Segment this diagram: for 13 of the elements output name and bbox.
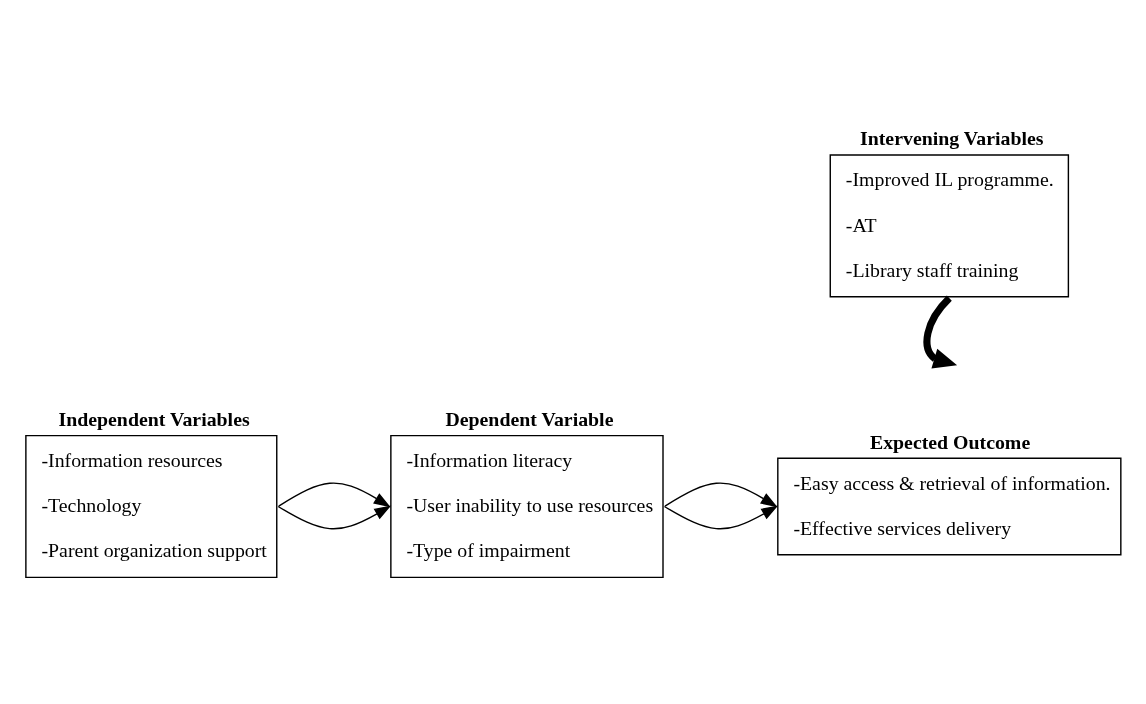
node-box: -Information resources -Technology -Parent organization support [25,434,278,579]
arrow [664,482,778,508]
node-label: Independent Variables [58,407,250,430]
node-box: -Information literacy -User inability to use resources -Type of impairment [390,434,664,579]
arrow [277,505,392,530]
node-label: Dependent Variable [445,407,614,430]
arrow [923,295,958,369]
node-box: -Easy access & retrieval of information. -Effective services delivery [777,457,1122,556]
node-label: Intervening Variables [860,127,1044,150]
arrow [278,482,391,508]
arrow [663,505,779,530]
node-box: -Improved IL programme. -AT -Library staff training [829,154,1070,298]
node-label: Expected Outcome [869,430,1031,453]
